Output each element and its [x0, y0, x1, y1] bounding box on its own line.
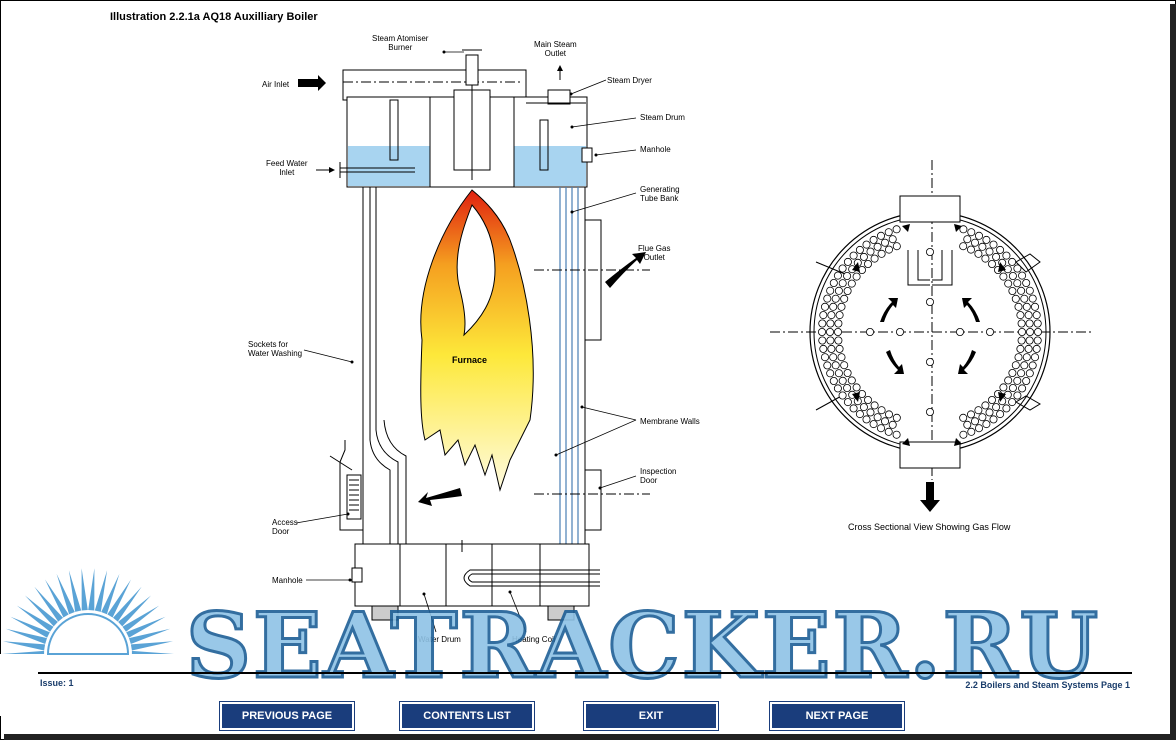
- label-water-drum: Water Drum: [418, 635, 461, 644]
- feed-water-inlet: [339, 162, 415, 178]
- furnace-shell: [362, 186, 586, 545]
- gas-flow-arrows: [852, 224, 1006, 512]
- label-heating-coil: Heating Coil: [512, 635, 556, 644]
- next-page-button[interactable]: NEXT PAGE: [769, 701, 905, 731]
- flue-gas-arrow: [605, 252, 646, 288]
- page-info: 2.2 Boilers and Steam Systems Page 1: [965, 680, 1130, 690]
- watermark-text: SEATRACKER.RU: [185, 593, 1100, 699]
- frame-shadow: [4, 734, 1176, 740]
- issue-label: Issue: 1: [40, 678, 74, 688]
- illustration-title: Illustration 2.2.1a AQ18 Auxilliary Boil…: [110, 11, 318, 23]
- air-inlet-arrow: [298, 75, 326, 91]
- water-drum: [351, 543, 600, 621]
- label-manhole-top: Manhole: [640, 145, 671, 154]
- label-membrane-walls: Membrane Walls: [640, 417, 700, 426]
- burner-flame: [420, 189, 534, 492]
- contents-list-button[interactable]: CONTENTS LIST: [399, 701, 535, 731]
- label-air-inlet: Air Inlet: [262, 80, 290, 89]
- frame-shadow: [1170, 4, 1176, 740]
- previous-page-button[interactable]: PREVIOUS PAGE: [219, 701, 355, 731]
- access-door: [329, 440, 363, 531]
- label-manhole-bottom: Manhole: [272, 576, 303, 585]
- label-steam-dryer: Steam Dryer: [607, 76, 652, 85]
- generating-tube-bank: [559, 187, 579, 544]
- cross-section-caption: Cross Sectional View Showing Gas Flow: [848, 522, 1011, 532]
- watermark-sun-logo: [0, 568, 176, 716]
- label-steam-drum: Steam Drum: [640, 113, 685, 122]
- exit-button[interactable]: EXIT: [583, 701, 719, 731]
- gas-flow-arrow: [418, 488, 462, 506]
- label-furnace: Furnace: [452, 355, 488, 365]
- footer-rule: [38, 672, 1132, 674]
